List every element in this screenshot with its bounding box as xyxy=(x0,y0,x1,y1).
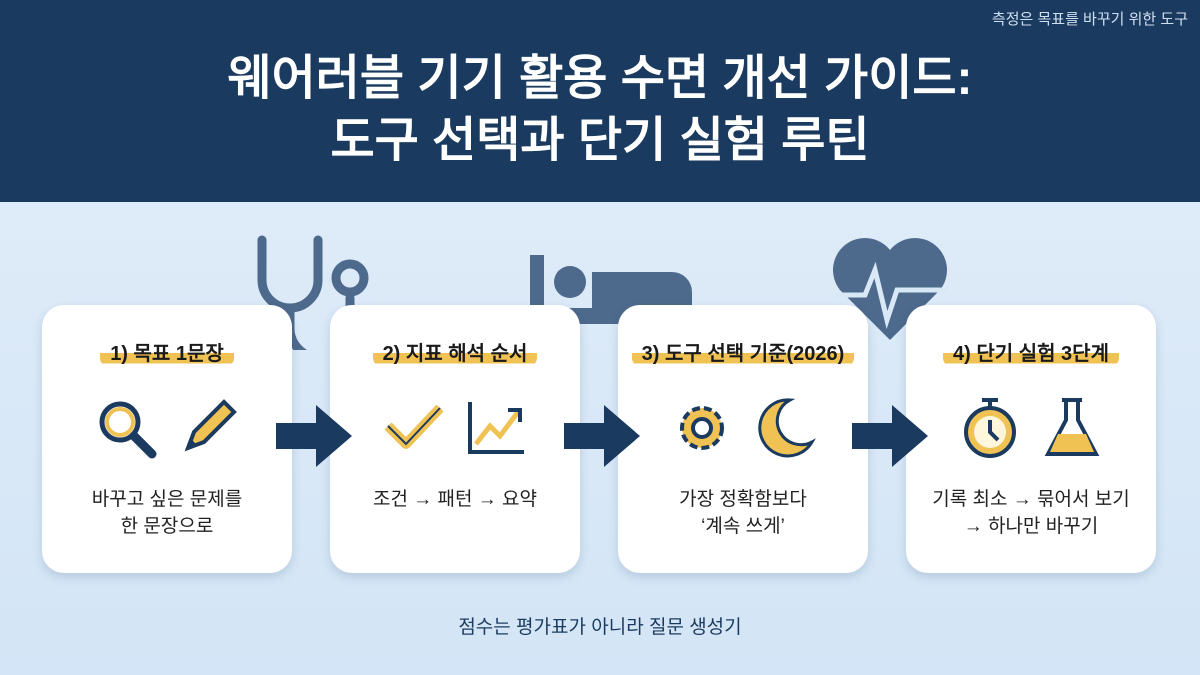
page-title: 웨어러블 기기 활용 수면 개선 가이드: 도구 선택과 단기 실험 루틴 xyxy=(0,48,1200,172)
step-card-tool-criteria: 3) 도구 선택 기준(2026) 가장 정확함보다 ‘계속 쓰게’ xyxy=(618,305,868,573)
card-desc: 바꾸고 싶은 문제를 xyxy=(91,489,243,510)
arrow-right-icon xyxy=(276,405,352,467)
title-line-2: 도구 선택과 단기 실험 루틴 xyxy=(330,114,870,167)
card-desc: → 하나만 바꾸기 xyxy=(963,516,1099,537)
pencil-icon xyxy=(184,399,237,452)
card-title: 3) 도구 선택 기준(2026) xyxy=(631,337,855,366)
card-desc: ‘계속 쓰게’ xyxy=(701,516,785,537)
arrow-right-icon xyxy=(564,405,640,467)
arrow-right-icon xyxy=(852,405,928,467)
step-card-experiment: 4) 단기 실험 3단계 기록 최소 → 묶어서 보기 → 하나만 바꾸기 xyxy=(906,305,1156,573)
magnifier-icon xyxy=(99,401,157,459)
title-line-1: 웨어러블 기기 활용 수면 개선 가이드: xyxy=(227,52,973,105)
gear-icon xyxy=(680,406,724,450)
card-desc: 조건 → 패턴 → 요약 xyxy=(373,489,537,510)
moon-icon xyxy=(758,398,816,458)
footer-caption: 점수는 평가표가 아니라 질문 생성기 xyxy=(458,617,742,638)
heart-icon xyxy=(832,238,948,340)
card-desc: 기록 최소 → 묶어서 보기 xyxy=(932,489,1130,510)
card-title: 2) 지표 해석 순서 xyxy=(372,337,538,366)
card-desc: 한 문장으로 xyxy=(120,516,214,537)
checkmark-icon xyxy=(384,404,444,449)
card-desc: 가장 정확함보다 xyxy=(679,489,807,510)
card-title: 4) 단기 실험 3단계 xyxy=(943,337,1119,366)
card-title: 1) 목표 1문장 xyxy=(100,337,234,366)
step-card-metrics: 2) 지표 해석 순서 조건 → 패턴 → 요약 xyxy=(330,305,580,573)
stopwatch-icon xyxy=(964,398,1016,458)
flask-icon xyxy=(1044,398,1100,456)
header-banner: 측정은 목표를 바꾸기 위한 도구 웨어러블 기기 활용 수면 개선 가이드: … xyxy=(0,0,1200,202)
trend-chart-icon xyxy=(468,402,524,454)
tagline: 측정은 목표를 바꾸기 위한 도구 xyxy=(991,11,1188,28)
